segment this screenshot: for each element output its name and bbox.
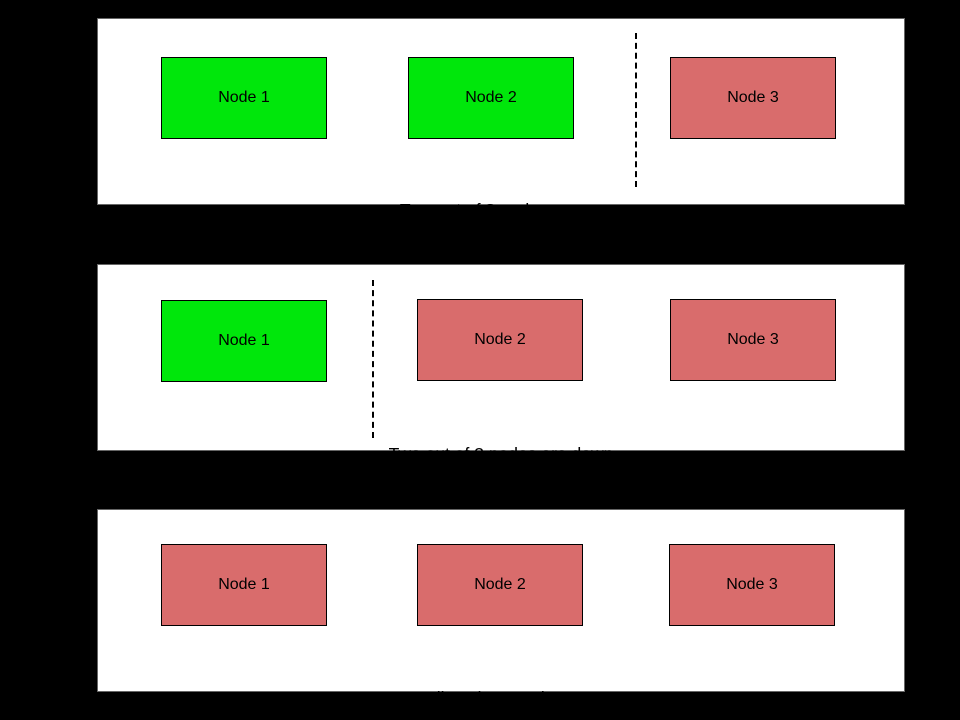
node-3-label: Node 3	[727, 331, 779, 348]
node-3-label: Node 3	[726, 576, 778, 593]
node-2-label: Node 2	[474, 331, 526, 348]
node-1-box: Node 1	[161, 57, 327, 139]
node-3-label: Node 3	[727, 89, 779, 106]
panel-caption: All Nodes are down Majority Fails & Clus…	[98, 643, 904, 720]
node-1-label: Node 1	[218, 332, 270, 349]
partition-divider	[372, 280, 374, 438]
node-2-label: Node 2	[465, 89, 517, 106]
node-1-box: Node 1	[161, 544, 327, 626]
partition-divider	[635, 33, 637, 187]
panel-all-nodes-down: Node 1 Node 2 Node 3 All Nodes are down …	[97, 509, 905, 708]
node-1-box: Node 1	[161, 300, 327, 382]
node-3-box: Node 3	[670, 299, 836, 381]
panel-two-nodes-up: Node 1 Node 2 Node 3 Two out of 3 nodes …	[97, 18, 905, 286]
node-2-box: Node 2	[417, 299, 583, 381]
node-1-label: Node 1	[218, 89, 270, 106]
node-2-label: Node 2	[474, 576, 526, 593]
node-2-box: Node 2	[408, 57, 574, 139]
node-3-box: Node 3	[669, 544, 835, 626]
panel-two-nodes-down: Node 1 Node 2 Node 3 Two out of 3 nodes …	[97, 264, 905, 530]
panel-caption-line1: Two out of 3 nodes are down	[388, 444, 614, 464]
panel-caption-line1: Two out of 3 nodes are up	[399, 200, 603, 220]
node-3-box: Node 3	[670, 57, 836, 139]
node-2-box: Node 2	[417, 544, 583, 626]
node-1-label: Node 1	[218, 576, 270, 593]
panel-caption-line1: All Nodes are down	[425, 688, 577, 708]
